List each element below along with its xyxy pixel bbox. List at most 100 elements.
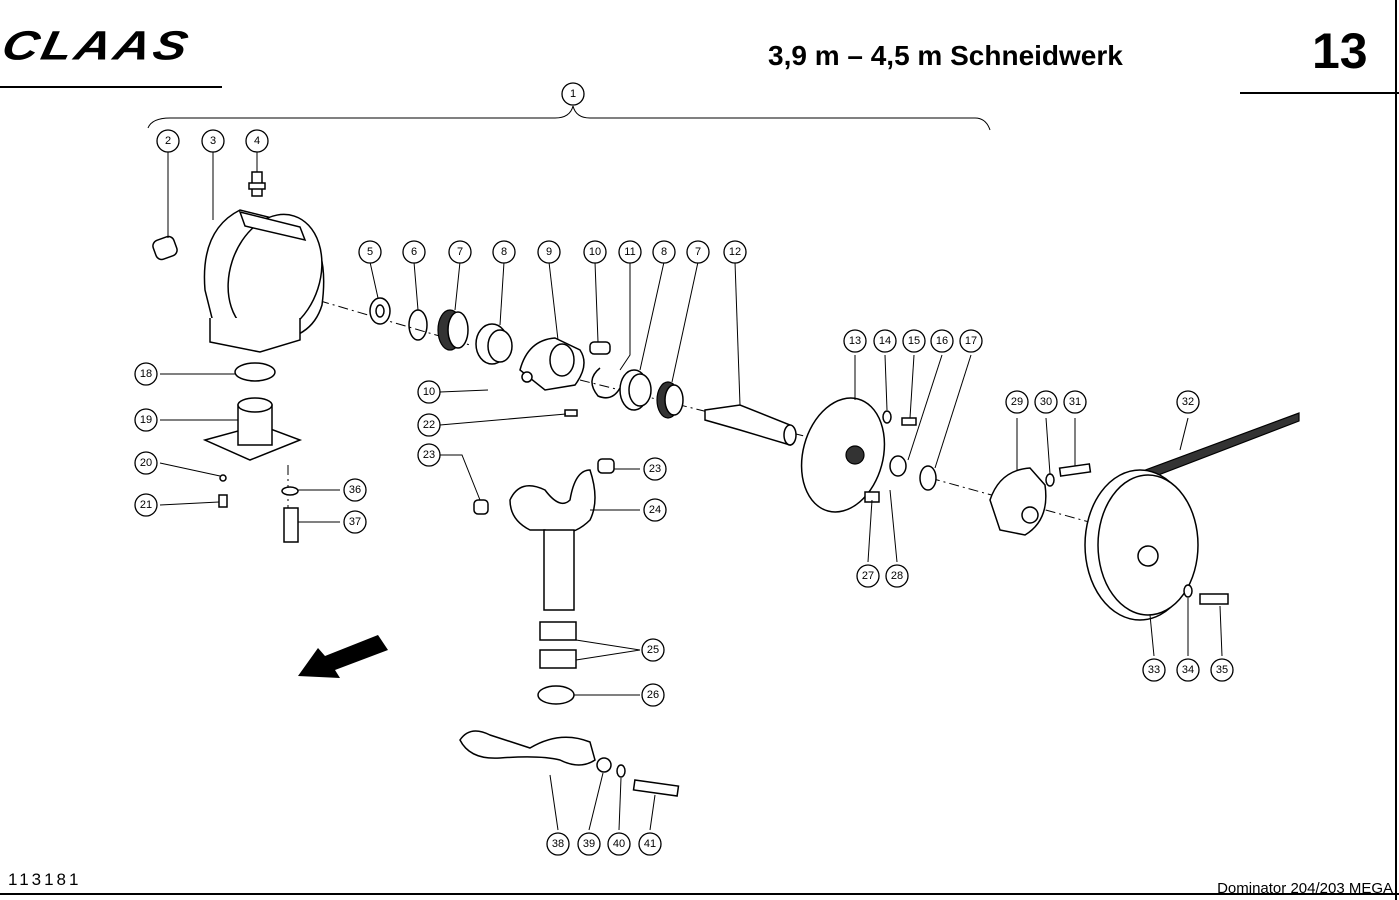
- washer-20: [219, 474, 227, 482]
- callout-number: 26: [647, 689, 659, 701]
- callout-41: 41: [638, 832, 662, 856]
- callout-27: 27: [856, 564, 880, 588]
- callout-number: 9: [546, 246, 552, 258]
- callout-number: 10: [423, 386, 435, 398]
- callout-number: 8: [501, 246, 507, 258]
- callout-10: 10: [417, 380, 441, 404]
- callout-number: 31: [1069, 396, 1081, 408]
- callout-number: 15: [908, 335, 920, 347]
- callout-17: 17: [959, 329, 983, 353]
- grease-nipple-part: [248, 171, 266, 197]
- callout-number: 19: [140, 414, 152, 426]
- callout-number: 41: [644, 838, 656, 850]
- washer-30: [1045, 473, 1055, 487]
- bolt-15: [901, 417, 917, 426]
- flange-bushing-19: [202, 397, 303, 461]
- callout-4: 4: [245, 129, 269, 153]
- circlip-part: [408, 309, 428, 341]
- callout-23: 23: [643, 457, 667, 481]
- callout-21: 21: [134, 493, 158, 517]
- callout-3: 3: [201, 129, 225, 153]
- cross-piece-part: [519, 337, 585, 391]
- snap-ring-part: [591, 367, 621, 399]
- callout-13: 13: [843, 329, 867, 353]
- bolt-35: [1199, 593, 1229, 605]
- callout-number: 23: [423, 449, 435, 461]
- callout-number: 22: [423, 419, 435, 431]
- callout-30: 30: [1034, 390, 1058, 414]
- callout-14: 14: [873, 329, 897, 353]
- hub-part: [989, 467, 1047, 536]
- callout-number: 1: [570, 88, 576, 100]
- callout-24: 24: [643, 498, 667, 522]
- drawing-number: 113181: [8, 870, 82, 889]
- page-title: 3,9 m – 4,5 m Schneidwerk: [768, 40, 1123, 71]
- callout-39: 39: [577, 832, 601, 856]
- callout-7: 7: [686, 240, 710, 264]
- callout-10: 10: [583, 240, 607, 264]
- callout-number: 14: [879, 335, 891, 347]
- callout-1: 1: [561, 82, 585, 106]
- callout-number: 5: [367, 246, 373, 258]
- taper-bearing-part: [437, 309, 469, 351]
- callout-37: 37: [343, 510, 367, 534]
- callout-number: 29: [1011, 396, 1023, 408]
- callout-number: 8: [661, 246, 667, 258]
- callout-26: 26: [641, 683, 665, 707]
- callout-9: 9: [537, 240, 561, 264]
- callout-number: 39: [583, 838, 595, 850]
- callout-number: 27: [862, 570, 874, 582]
- callout-40: 40: [607, 832, 631, 856]
- callout-number: 2: [165, 135, 171, 147]
- callout-32: 32: [1176, 390, 1200, 414]
- callout-18: 18: [134, 362, 158, 386]
- needle-bearing-part: [152, 235, 178, 261]
- callout-number: 3: [210, 135, 216, 147]
- callout-36: 36: [343, 478, 367, 502]
- callout-15: 15: [902, 329, 926, 353]
- bearing-25a: [539, 621, 577, 641]
- callout-number: 7: [457, 246, 463, 258]
- callout-8: 8: [652, 240, 676, 264]
- callout-33: 33: [1142, 658, 1166, 682]
- callout-16: 16: [930, 329, 954, 353]
- nut-39: [596, 757, 612, 773]
- callout-number: 33: [1148, 664, 1160, 676]
- callout-number: 18: [140, 368, 152, 380]
- callout-5: 5: [358, 240, 382, 264]
- callout-7: 7: [448, 240, 472, 264]
- callout-31: 31: [1063, 390, 1087, 414]
- callout-6: 6: [402, 240, 426, 264]
- bolt-31: [1058, 463, 1092, 477]
- callout-number: 34: [1182, 664, 1194, 676]
- top-left-rule: [0, 86, 222, 88]
- callout-number: 36: [349, 484, 361, 496]
- callout-number: 23: [649, 463, 661, 475]
- callout-number: 6: [411, 246, 417, 258]
- bearing-16: [889, 455, 907, 477]
- callout-number: 20: [140, 457, 152, 469]
- bearing-cup-part: [475, 323, 513, 365]
- callout-8: 8: [492, 240, 516, 264]
- top-right-rule: [1240, 92, 1399, 94]
- belt-part: [1139, 412, 1300, 483]
- callout-25: 25: [641, 638, 665, 662]
- callout-number: 35: [1216, 664, 1228, 676]
- housing-part: [203, 209, 325, 353]
- washer-14: [882, 410, 892, 424]
- washer-36: [281, 486, 299, 496]
- flange-part: [800, 397, 886, 513]
- callout-number: 25: [647, 644, 659, 656]
- callout-20: 20: [134, 451, 158, 475]
- callout-22: 22: [417, 413, 441, 437]
- callout-number: 12: [729, 246, 741, 258]
- pulley-part: [1084, 469, 1199, 621]
- o-ring-18: [234, 362, 276, 382]
- right-border: [1395, 0, 1397, 900]
- bearing-25b: [539, 649, 577, 669]
- washer-40: [616, 764, 626, 778]
- callout-number: 16: [936, 335, 948, 347]
- callout-number: 7: [695, 246, 701, 258]
- taper-bearing-part-2: [656, 381, 684, 419]
